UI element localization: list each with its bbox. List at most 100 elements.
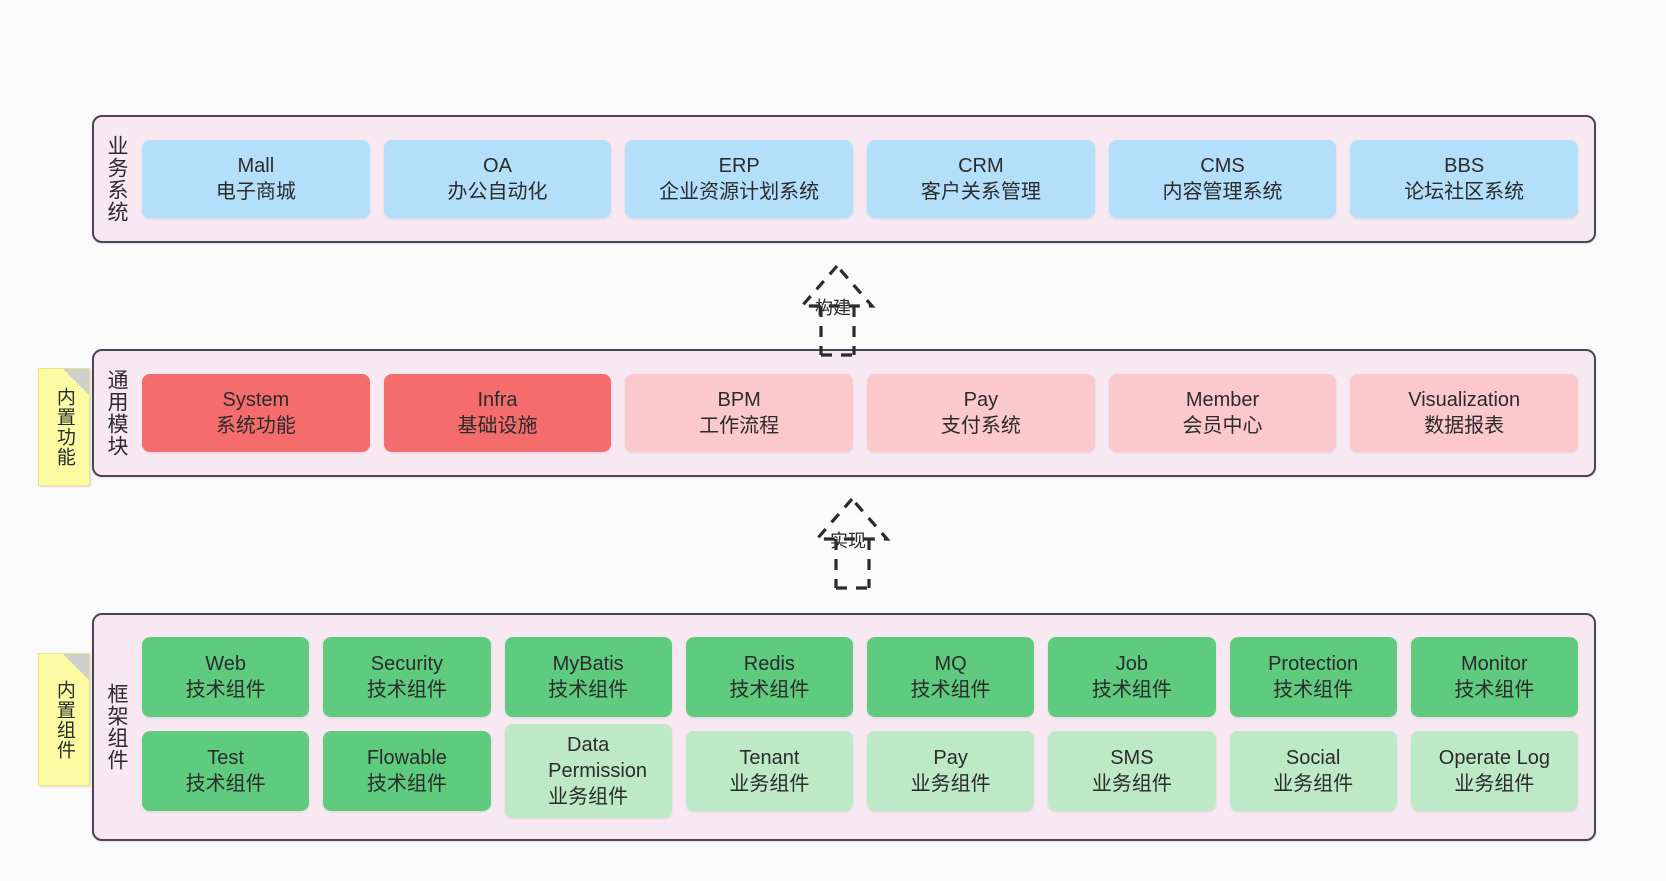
card-sms[interactable]: SMS 业务组件 <box>1048 730 1216 811</box>
card-crm[interactable]: CRM 客户关系管理 <box>867 140 1095 218</box>
card-protection[interactable]: Protection 技术组件 <box>1229 636 1397 717</box>
card-subtitle: 客户关系管理 <box>920 181 1041 203</box>
card-subtitle: 支付系统 <box>940 415 1021 437</box>
generalization-arrow-icon <box>813 496 891 590</box>
card-subtitle: 业务组件 <box>910 772 991 795</box>
card-title: OA <box>483 155 512 177</box>
card-subtitle: 技术组件 <box>185 678 266 701</box>
card-operate-log[interactable]: Operate Log 业务组件 <box>1410 730 1578 811</box>
card-subtitle: 数据报表 <box>1424 415 1505 437</box>
connector-build: 构建 <box>790 262 910 357</box>
card-mall[interactable]: Mall 电子商城 <box>142 140 370 218</box>
layer-label-business-system: 业务系统 <box>104 135 128 223</box>
connector-implement-label: 实现 <box>830 531 866 551</box>
card-bbs[interactable]: BBS 论坛社区系统 <box>1350 140 1579 218</box>
card-redis[interactable]: Redis 技术组件 <box>685 636 853 717</box>
card-bpm[interactable]: BPM 工作流程 <box>625 374 854 452</box>
card-member[interactable]: Member 会员中心 <box>1108 374 1337 452</box>
card-subtitle: 技术组件 <box>366 678 447 701</box>
card-title: Visualization <box>1408 389 1521 411</box>
card-subtitle: 技术组件 <box>548 678 629 701</box>
card-subtitle: 技术组件 <box>729 678 810 701</box>
card-title: Member <box>1185 389 1260 411</box>
card-subtitle: 电子商城 <box>215 181 296 203</box>
layer-common-module[interactable]: 通用模块 System 系统功能 Infra 基础设施 BPM 工作流程 Pay <box>92 349 1596 477</box>
card-subtitle: 技术组件 <box>185 772 266 795</box>
card-subtitle: 业务组件 <box>548 785 629 808</box>
card-subtitle: 会员中心 <box>1182 415 1263 437</box>
sticky-note-label: 内置功能 <box>53 387 75 467</box>
card-title: Test <box>207 746 244 769</box>
card-security[interactable]: Security 技术组件 <box>323 636 491 717</box>
card-title: Data Permission <box>548 733 648 782</box>
connector-build-label: 构建 <box>815 298 851 318</box>
layer-body-framework-component: Web 技术组件 Security 技术组件 MyBatis 技术组件 Redi… <box>138 615 1594 839</box>
card-infra[interactable]: Infra 基础设施 <box>383 374 612 452</box>
card-title: Infra <box>477 389 518 411</box>
card-job[interactable]: Job 技术组件 <box>1048 636 1216 717</box>
card-row: Test 技术组件 Flowable 技术组件 Data Permission … <box>142 723 1578 818</box>
card-subtitle: 内容管理系统 <box>1162 181 1283 203</box>
card-subtitle: 业务组件 <box>1091 772 1172 795</box>
card-subtitle: 技术组件 <box>1091 678 1172 701</box>
card-row: System 系统功能 Infra 基础设施 BPM 工作流程 Pay 支付系统… <box>142 374 1579 452</box>
card-monitor[interactable]: Monitor 技术组件 <box>1410 636 1578 717</box>
card-tenant[interactable]: Tenant 业务组件 <box>685 730 853 811</box>
card-web[interactable]: Web 技术组件 <box>142 636 310 717</box>
card-title: CRM <box>958 155 1004 177</box>
card-data-permission[interactable]: Data Permission 业务组件 <box>504 723 672 818</box>
card-pay[interactable]: Pay 支付系统 <box>867 374 1095 452</box>
card-title: Redis <box>743 652 795 675</box>
layer-label-common-module: 通用模块 <box>104 369 128 457</box>
layer-body-common-module: System 系统功能 Infra 基础设施 BPM 工作流程 Pay 支付系统… <box>138 351 1594 475</box>
card-flowable[interactable]: Flowable 技术组件 <box>323 730 491 811</box>
layer-body-business-system: Mall 电子商城 OA 办公自动化 ERP 企业资源计划系统 CRM 客户关系… <box>138 117 1594 241</box>
card-row: Web 技术组件 Security 技术组件 MyBatis 技术组件 Redi… <box>142 636 1578 717</box>
card-title: MQ <box>934 652 967 675</box>
card-title: Tenant <box>739 746 800 769</box>
card-subtitle: 业务组件 <box>1273 772 1354 795</box>
card-subtitle: 论坛社区系统 <box>1404 181 1525 203</box>
layer-business-system[interactable]: 业务系统 Mall 电子商城 OA 办公自动化 ERP 企业资源计划系统 CRM <box>92 115 1596 243</box>
card-subtitle: 技术组件 <box>1454 678 1535 701</box>
card-title: ERP <box>718 155 760 177</box>
card-title: BBS <box>1444 155 1485 177</box>
card-system[interactable]: System 系统功能 <box>142 374 370 452</box>
card-title: Operate Log <box>1438 746 1550 769</box>
card-title: System <box>222 389 290 411</box>
sticky-fold-corner-icon <box>63 654 89 680</box>
card-row: Mall 电子商城 OA 办公自动化 ERP 企业资源计划系统 CRM 客户关系… <box>142 140 1579 218</box>
card-title: Flowable <box>366 746 447 769</box>
card-subtitle: 业务组件 <box>729 772 810 795</box>
card-title: Web <box>205 652 246 675</box>
card-title: Monitor <box>1461 652 1528 675</box>
card-title: Pay <box>933 746 968 769</box>
layer-label-framework-component: 框架组件 <box>104 683 128 771</box>
layer-framework-component[interactable]: 框架组件 Web 技术组件 Security 技术组件 MyBatis 技术组件… <box>92 613 1596 841</box>
card-mybatis[interactable]: MyBatis 技术组件 <box>504 636 672 717</box>
card-title: CMS <box>1200 155 1245 177</box>
card-pay-business[interactable]: Pay 业务组件 <box>867 730 1035 811</box>
card-subtitle: 企业资源计划系统 <box>659 181 820 203</box>
card-title: Social <box>1285 746 1341 769</box>
card-subtitle: 系统功能 <box>215 415 296 437</box>
card-title: Security <box>370 652 443 675</box>
card-subtitle: 技术组件 <box>910 678 991 701</box>
card-test[interactable]: Test 技术组件 <box>142 730 310 811</box>
card-oa[interactable]: OA 办公自动化 <box>383 140 612 218</box>
sticky-note-builtin-function: 内置功能 <box>38 368 90 486</box>
card-title: Pay <box>963 389 999 411</box>
card-social[interactable]: Social 业务组件 <box>1229 730 1397 811</box>
card-subtitle: 业务组件 <box>1454 772 1535 795</box>
card-subtitle: 基础设施 <box>457 415 538 437</box>
card-subtitle: 办公自动化 <box>447 181 548 203</box>
sticky-note-builtin-component: 内置组件 <box>38 653 90 786</box>
card-title: Job <box>1115 652 1148 675</box>
card-visualization[interactable]: Visualization 数据报表 <box>1350 374 1579 452</box>
card-erp[interactable]: ERP 企业资源计划系统 <box>625 140 854 218</box>
card-cms[interactable]: CMS 内容管理系统 <box>1108 140 1337 218</box>
sticky-note-label: 内置组件 <box>53 679 75 760</box>
card-mq[interactable]: MQ 技术组件 <box>867 636 1035 717</box>
sticky-fold-corner-icon <box>63 369 89 395</box>
